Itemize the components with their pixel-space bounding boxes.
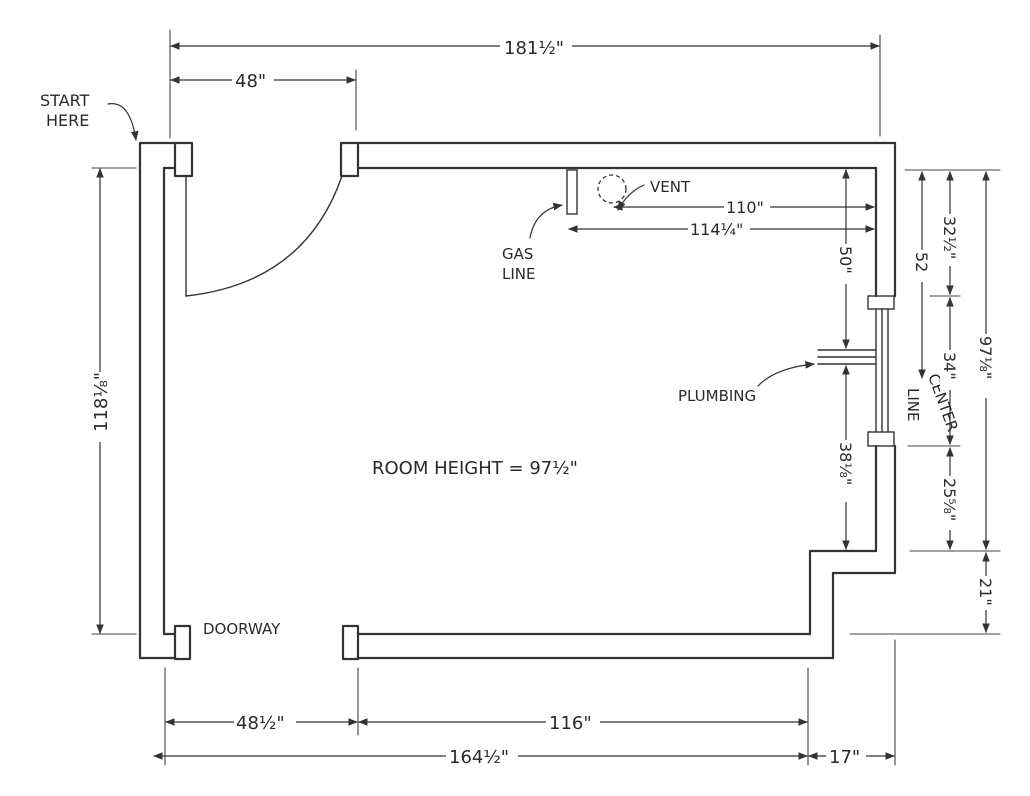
label-center-line-2: LINE <box>904 388 922 421</box>
walls <box>138 141 897 661</box>
dim-right-34: 34" <box>940 352 959 380</box>
label-gas-line-1: GAS <box>502 245 533 263</box>
gas-line-box <box>566 169 578 215</box>
dim-bottom-overall: 164½" <box>449 747 509 768</box>
door-jamb-bottom-right <box>341 624 360 661</box>
dim-right-32: 32½" <box>940 216 959 259</box>
dim-right-overall: 97⅛" <box>976 336 995 379</box>
labels: START HERE VENT GAS LINE PLUMBING DOORWA… <box>40 91 962 638</box>
bottom-wall-left-stub <box>138 632 177 660</box>
door-jamb-top-right <box>339 141 360 178</box>
dim-right-52: 52 <box>912 252 931 272</box>
dim-bottom-door: 48½" <box>236 713 285 734</box>
label-room-height: ROOM HEIGHT = 97½" <box>372 458 578 479</box>
dim-plumbing-to-notch: 38⅛" <box>836 442 855 485</box>
plumbing-pipes <box>817 349 877 365</box>
leader-plumbing <box>757 361 815 387</box>
dimension-lines <box>91 29 1001 766</box>
door-jamb-bottom-left <box>173 624 192 661</box>
wall-window-lines <box>875 308 889 433</box>
dim-right-21: 21" <box>976 578 995 606</box>
label-vent: VENT <box>650 178 691 196</box>
door-jamb-top-left <box>173 141 194 178</box>
wall-window-top <box>867 295 895 310</box>
dim-top-door: 48" <box>235 71 266 92</box>
wall-window-bottom <box>867 431 895 447</box>
dim-bottom-116: 116" <box>549 713 592 734</box>
label-start-here-1: START <box>40 91 90 110</box>
label-plumbing: PLUMBING <box>678 387 756 405</box>
dim-right-25: 25⅝" <box>940 478 959 521</box>
dimension-texts: 181½" 48" 118⅛" 110" 114¼" 50" 38⅛" 52 3… <box>88 36 996 768</box>
top-wall-left-stub <box>138 141 177 170</box>
notch-walls <box>808 549 897 660</box>
vent-icon <box>597 174 627 204</box>
dim-left-wall: 118⅛" <box>91 372 112 432</box>
dim-gas-to-wall: 114¼" <box>690 220 743 239</box>
label-start-here-2: HERE <box>46 111 89 130</box>
dim-vent-to-wall: 110" <box>726 198 764 217</box>
label-gas-line-2: LINE <box>502 265 535 283</box>
leader-start-here <box>107 103 139 141</box>
door-swing-arc <box>185 175 343 297</box>
leader-vent <box>617 184 645 211</box>
dim-top-overall: 181½" <box>504 38 564 59</box>
dim-top-to-plumbing: 50" <box>836 246 855 274</box>
label-doorway: DOORWAY <box>203 620 281 638</box>
dim-bottom-17: 17" <box>829 747 860 768</box>
leader-gas <box>529 202 563 239</box>
